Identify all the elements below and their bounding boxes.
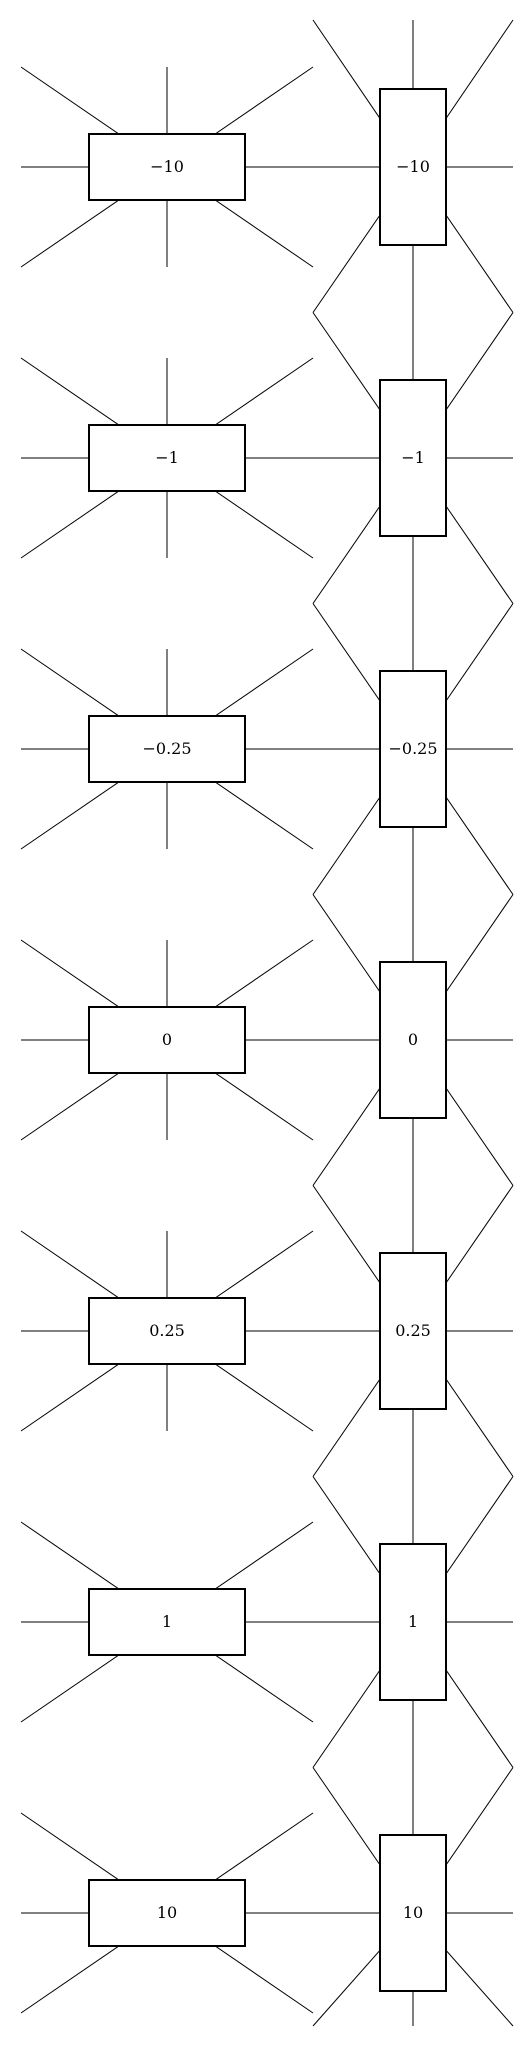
left-node-label: 10 xyxy=(157,1903,177,1922)
left-node-label: 0 xyxy=(162,1030,172,1049)
left-node-6: 10 xyxy=(20,1812,314,2014)
left-node-box xyxy=(88,1588,246,1656)
left-node-1: −1 xyxy=(20,357,314,559)
left-node-2: −0.25 xyxy=(20,648,314,850)
right-node-0: −10 xyxy=(313,88,513,246)
left-node-label: −0.25 xyxy=(142,739,191,758)
left-node-4: 0.25 xyxy=(20,1230,314,1432)
right-node-box xyxy=(379,379,447,537)
right-node-label: 0 xyxy=(408,1030,418,1049)
left-node-label: 0.25 xyxy=(149,1321,185,1340)
right-node-1: −1 xyxy=(313,379,513,537)
right-node-label: 0.25 xyxy=(395,1321,431,1340)
right-node-5: 1 xyxy=(313,1543,513,1701)
left-node-label: −1 xyxy=(155,448,179,467)
right-node-label: −0.25 xyxy=(388,739,437,758)
right-node-box xyxy=(379,1834,447,1992)
right-node-4: 0.25 xyxy=(313,1252,513,1410)
right-node-label: −1 xyxy=(401,448,425,467)
right-column: −10 −1 −0.25 0 0.25 1 10 xyxy=(312,19,514,2027)
right-node-box xyxy=(379,88,447,246)
left-node-0: −10 xyxy=(20,66,314,268)
right-node-label: 1 xyxy=(408,1612,418,1631)
right-node-box xyxy=(379,670,447,828)
left-node-5: 1 xyxy=(20,1521,314,1723)
left-node-box xyxy=(88,424,246,492)
left-node-box xyxy=(88,1297,246,1365)
left-column: −10 −1 −0.25 0 0.25 1 10 xyxy=(20,66,314,2014)
left-node-box xyxy=(88,133,246,201)
left-node-label: 1 xyxy=(162,1612,172,1631)
right-node-6: 10 xyxy=(313,1834,513,1992)
right-node-2: −0.25 xyxy=(313,670,513,828)
right-node-box xyxy=(379,1252,447,1410)
left-node-box xyxy=(88,715,246,783)
left-node-label: −10 xyxy=(150,157,184,176)
left-node-box xyxy=(88,1006,246,1074)
right-node-3: 0 xyxy=(313,961,513,1119)
right-node-label: −10 xyxy=(396,157,430,176)
right-node-label: 10 xyxy=(403,1903,423,1922)
left-node-3: 0 xyxy=(20,939,314,1141)
right-node-box xyxy=(379,961,447,1119)
left-node-box xyxy=(88,1879,246,1947)
right-node-box xyxy=(379,1543,447,1701)
